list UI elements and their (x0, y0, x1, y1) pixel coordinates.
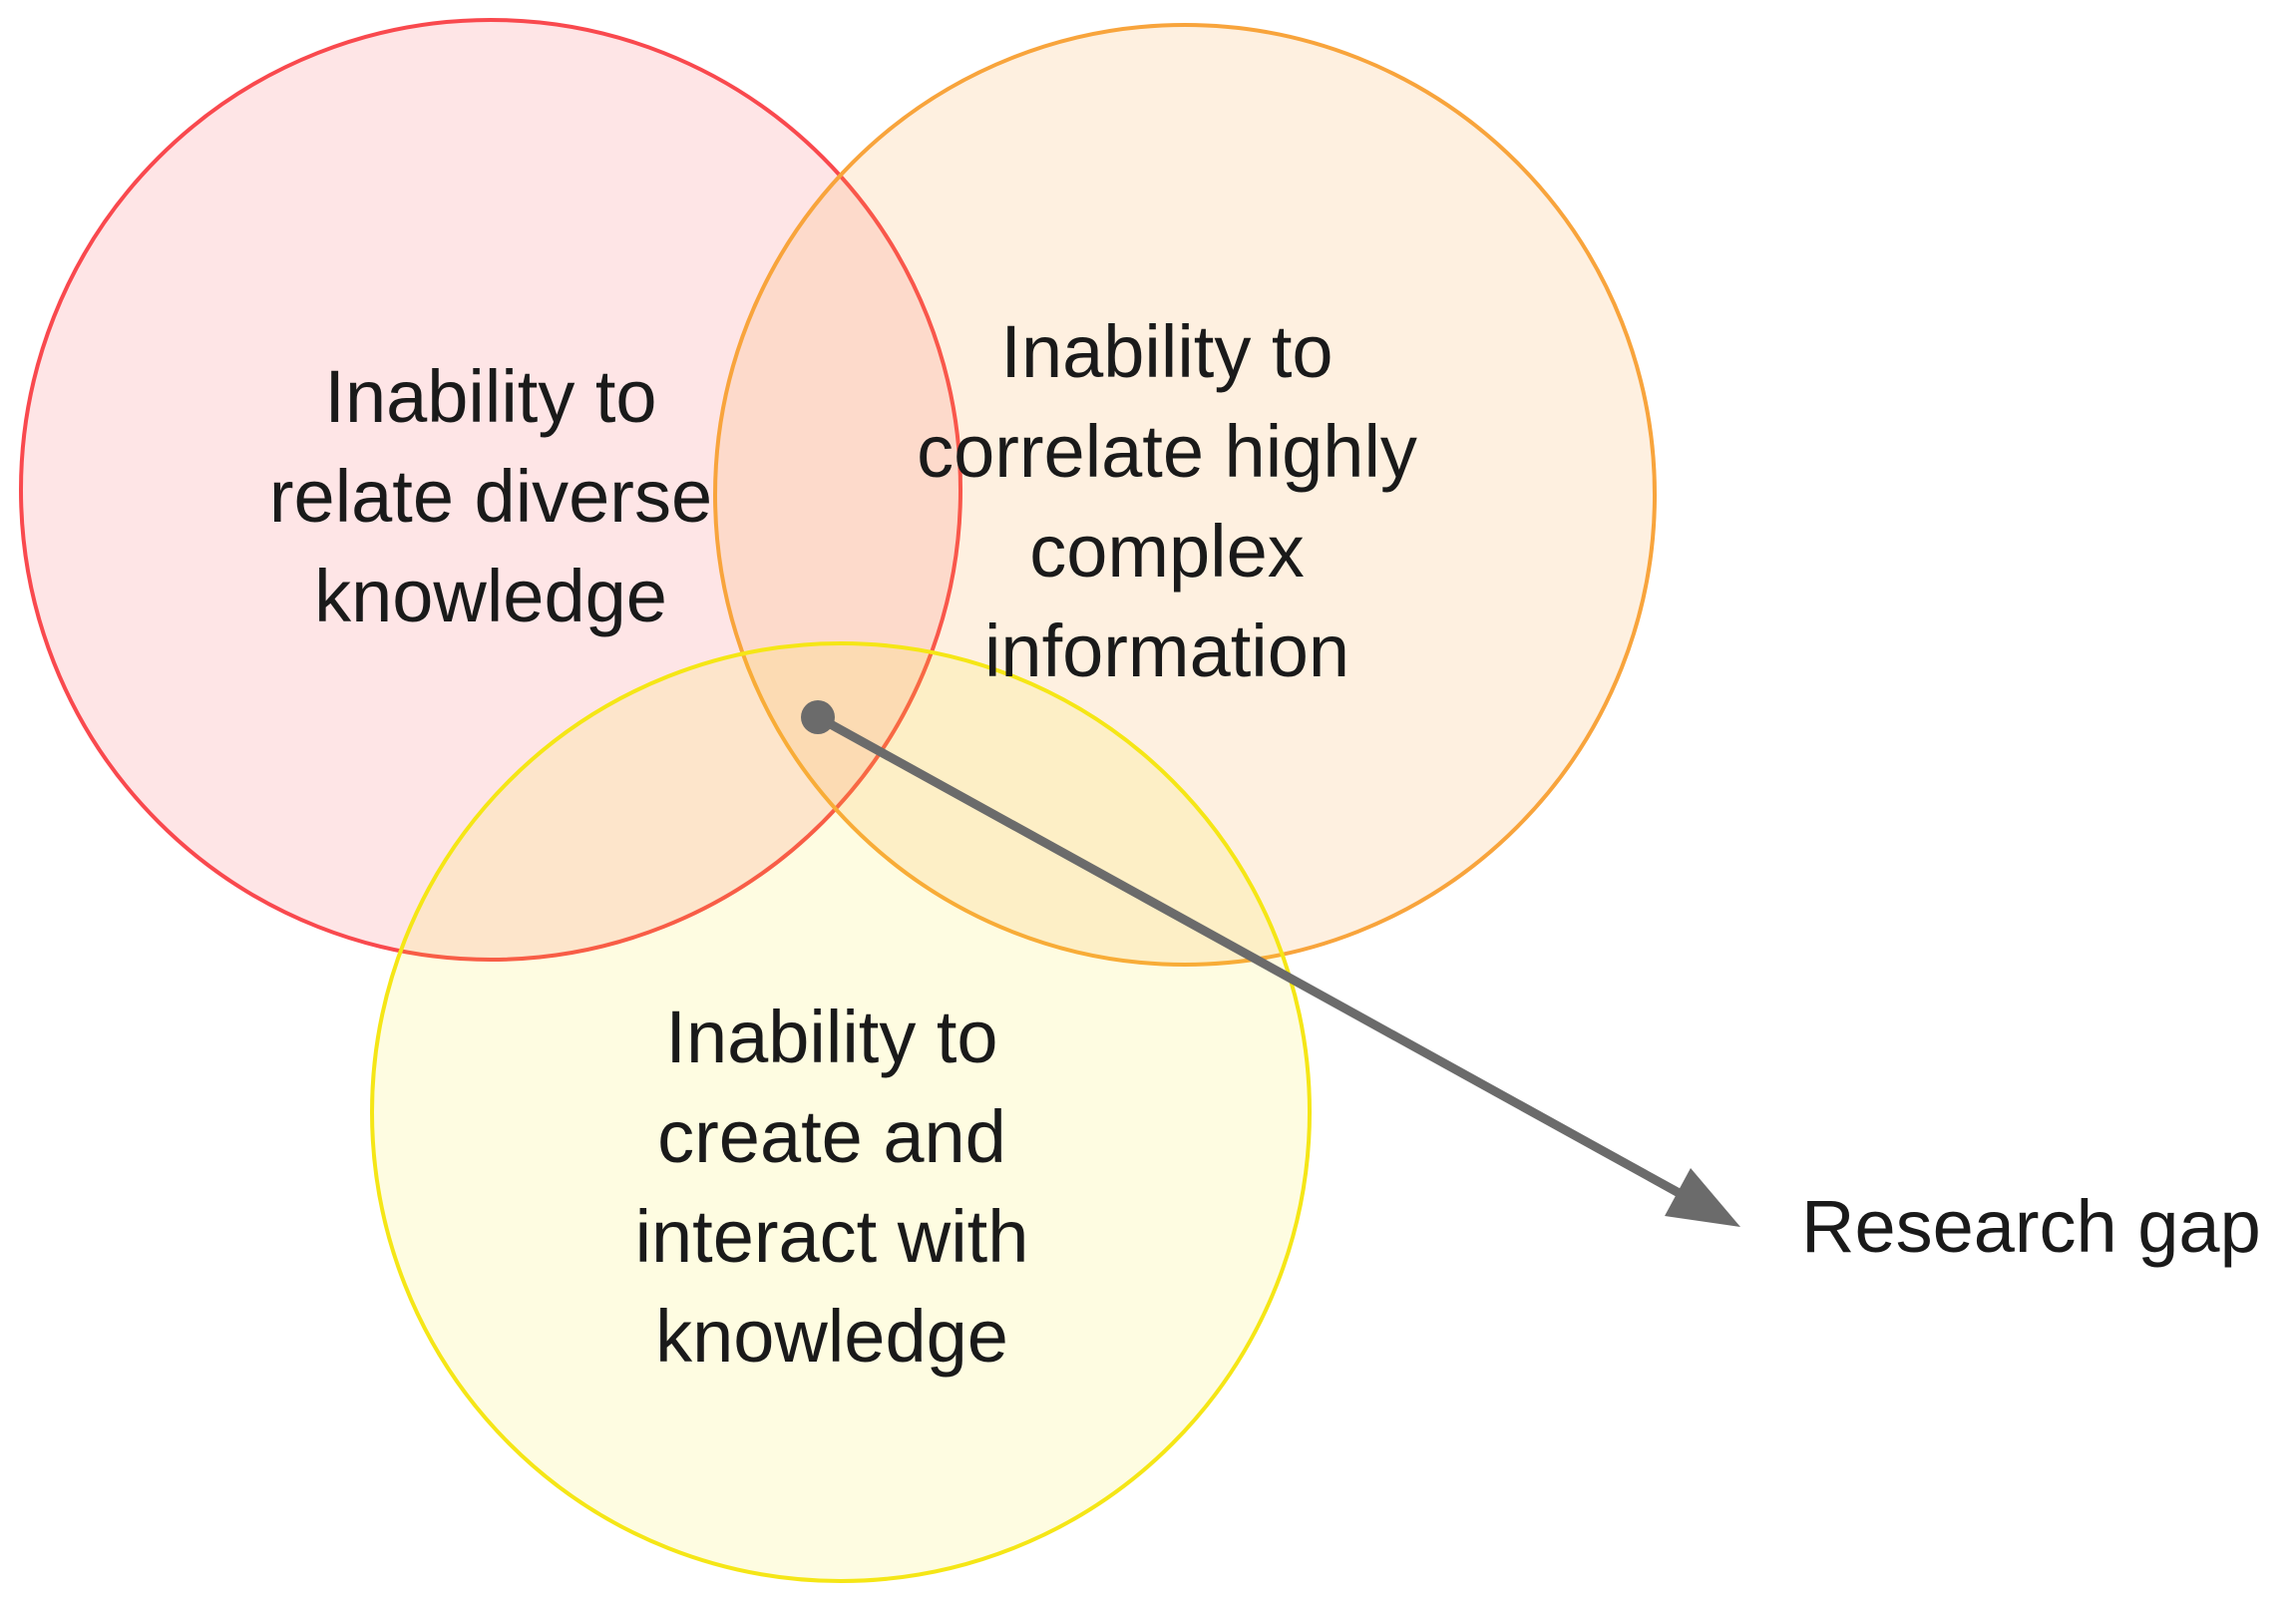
red-circle-label: Inability to relate diverse knowledge (268, 355, 713, 637)
orange-circle-shape (713, 23, 1657, 967)
red-circle-shape (19, 18, 962, 962)
research-gap-arrow-line (815, 713, 1686, 1199)
research-gap-arrowhead-icon (1665, 1168, 1740, 1227)
intersection-dot-icon (801, 700, 835, 734)
yellow-circle-shape (370, 641, 1312, 1583)
research-gap-label: Research gap (1801, 1185, 2261, 1268)
orange-circle-label: Inability to correlate highly complex in… (917, 310, 1417, 692)
yellow-circle-label: Inability to create and interact with kn… (634, 996, 1029, 1378)
